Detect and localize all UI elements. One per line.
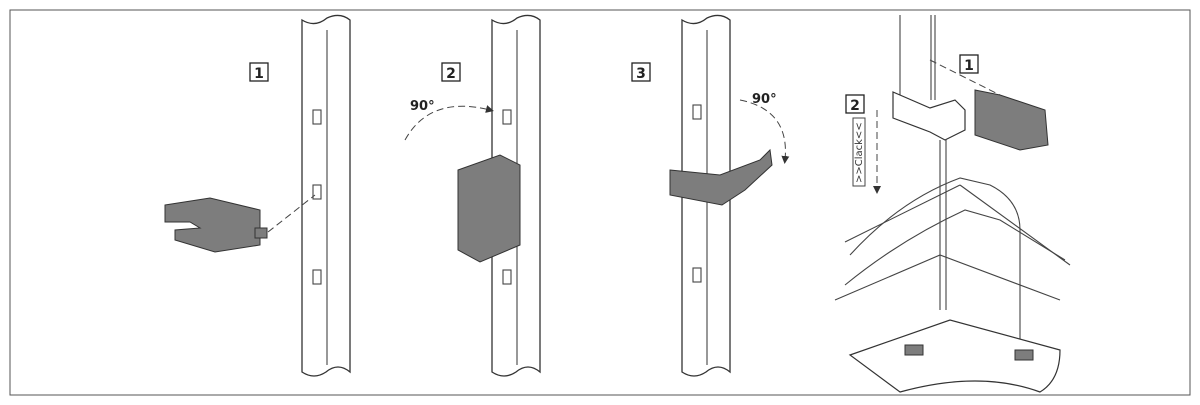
shelf-rail — [849, 177, 1021, 345]
rotation-angle: 90° — [410, 99, 435, 114]
assembly-step-2-label: 2 — [845, 94, 865, 114]
step-number: 1 — [254, 66, 264, 82]
connector-clip — [669, 148, 773, 206]
shelf-assembly — [834, 15, 1071, 393]
step-number-box — [441, 62, 461, 82]
frame — [9, 9, 1191, 396]
shelf-panel — [848, 319, 1061, 393]
step-number: 2 — [446, 66, 456, 82]
shelf-rail — [844, 209, 1066, 286]
upright-post — [301, 14, 351, 377]
clack-label: >>Clack<< — [852, 117, 866, 187]
clip-peg — [254, 227, 268, 239]
assembly-step-1-label: 1 — [959, 54, 979, 74]
post-slot — [692, 104, 702, 120]
clack-label-box — [852, 117, 866, 187]
connector-clip — [974, 89, 1049, 151]
shelf-rail — [959, 184, 1071, 266]
step-number: 3 — [636, 66, 646, 82]
step-number-box — [845, 94, 865, 114]
step-number-box — [631, 62, 651, 82]
step-2: 90° — [404, 14, 541, 377]
post-slot — [312, 109, 322, 125]
insertion-guide-line — [929, 59, 1001, 96]
step-number: 1 — [964, 58, 974, 74]
shelf-clip — [892, 91, 966, 141]
step-1 — [164, 14, 351, 377]
connector-clip — [457, 154, 521, 263]
post-slot — [502, 109, 512, 125]
rotation-angle: 90° — [752, 92, 777, 107]
post-slot — [692, 267, 702, 283]
insertion-guide-line — [267, 194, 316, 233]
step-1-label: 1 — [249, 62, 269, 82]
post-slot — [502, 269, 512, 285]
clack-text: >>Clack<< — [854, 122, 865, 183]
step-3-label: 3 — [631, 62, 651, 82]
step-number: 2 — [850, 98, 860, 114]
post-slot — [312, 184, 322, 200]
shelf-rail — [844, 184, 961, 243]
step-2-label: 2 — [441, 62, 461, 82]
step-number-box — [249, 62, 269, 82]
shelf-clip — [1014, 349, 1034, 361]
post-slot — [312, 269, 322, 285]
connector-clip — [164, 197, 261, 253]
step-number-box — [959, 54, 979, 74]
rotation-arrow — [404, 105, 494, 141]
shelf-rail — [834, 254, 1061, 301]
rotation-arrow — [739, 99, 790, 164]
shelf-clip — [904, 344, 924, 356]
step-3: 90° — [669, 14, 790, 377]
